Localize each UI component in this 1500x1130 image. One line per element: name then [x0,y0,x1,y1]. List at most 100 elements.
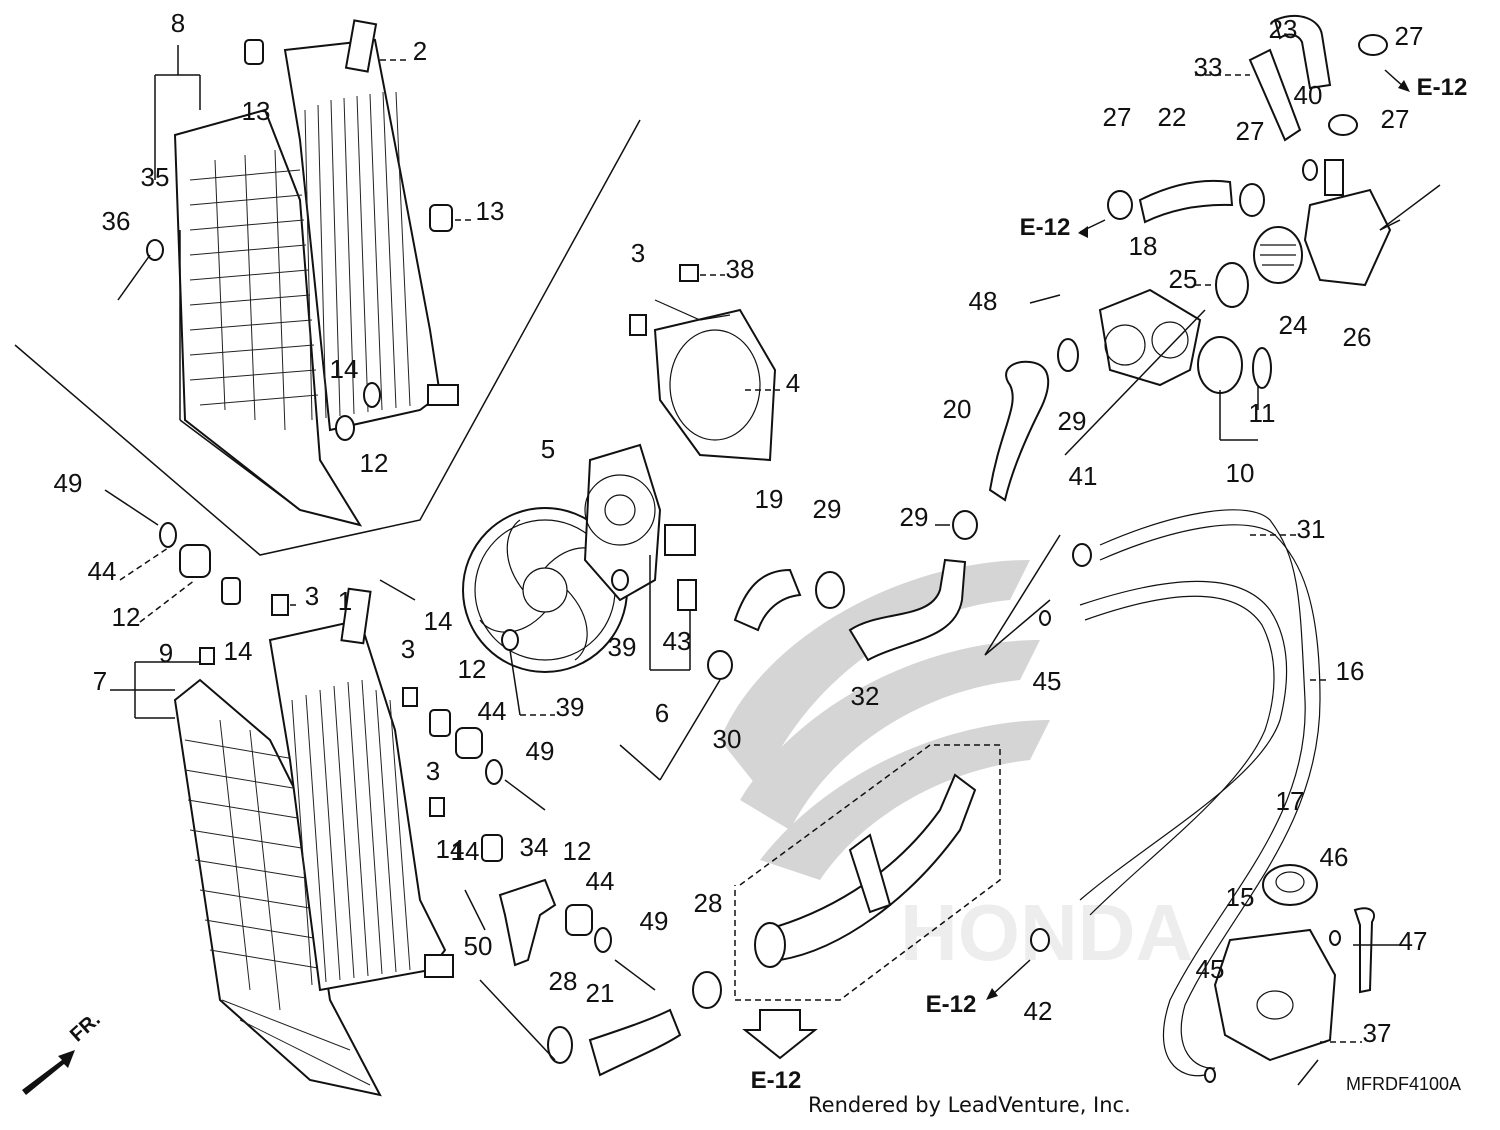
breather-tube [1353,907,1375,994]
part-number-label: 35 [141,162,170,192]
part-number-label: 6 [655,698,669,728]
part-number-label: 12 [360,448,389,478]
thermostat [1253,226,1303,284]
fan-shroud [653,299,777,462]
section-reference-label[interactable]: E-12 [1417,74,1468,101]
radiator-shroud-upper [173,108,363,527]
radiator-lower [268,587,454,992]
part-number-label: 29 [1058,406,1087,436]
part-number-label: 22 [1158,102,1187,132]
section-arrows [22,69,1410,1095]
part-number-label: 44 [478,696,507,726]
temp-sensor [1248,48,1302,142]
part-number-label: 45 [1196,954,1225,984]
part-number-label: 32 [851,681,880,711]
part-number-label: 15 [1226,882,1255,912]
part-number-label: 13 [476,196,505,226]
part-number-label: 29 [900,502,929,532]
part-number-label: 8 [171,8,185,38]
hose-23 [1273,15,1332,90]
part-number-label: 17 [1276,786,1305,816]
section-reference-label[interactable]: E-12 [1020,214,1071,241]
part-number-label: 49 [54,468,83,498]
part-number-label: 31 [1297,514,1326,544]
leader-lines [110,45,1441,1061]
part-number-label: 3 [426,756,440,786]
part-number-label: 24 [1279,310,1308,340]
water-pump-cover [1303,159,1392,287]
part-number-label: 49 [526,736,555,766]
inset-boundary [14,119,641,556]
hose-21 [588,1008,682,1077]
watermark-wing: HONDA [720,560,1193,977]
part-number-label: 40 [1294,80,1323,110]
section-reference-label[interactable]: E-12 [926,991,977,1018]
hose-clamp [1107,190,1133,220]
part-number-label: 30 [713,724,742,754]
drawing-code: MFRDF4100A [1346,1074,1462,1094]
hose-32 [848,558,967,662]
part-number-label: 1 [338,586,352,616]
part-number-label: 3 [401,634,415,664]
cap-o-ring [1252,347,1272,389]
part-number-label: 28 [694,888,723,918]
section-reference-label[interactable]: E-12 [751,1067,802,1094]
water-pipe-assembly [734,744,1001,1001]
o-ring [1215,262,1249,308]
part-number-label: 50 [464,931,493,961]
part-number-label: 10 [1226,458,1255,488]
radiator-upper [283,19,459,432]
part-number-label: 33 [1194,52,1223,82]
part-number-label: 39 [608,632,637,662]
part-number-label: 48 [969,286,998,316]
bracket [498,878,557,967]
part-number-label: 21 [586,978,615,1008]
part-number-label: 27 [1395,21,1424,51]
part-number-label: 37 [1363,1018,1392,1048]
part-number-label: 9 [159,638,173,668]
part-number-label: 41 [1069,461,1098,491]
part-number-label: 36 [102,206,131,236]
part-number-label: 26 [1343,322,1372,352]
part-number-label: 27 [1236,116,1265,146]
hardware [104,39,1341,1086]
part-number-label: 25 [1169,264,1198,294]
part-number-label: 34 [520,832,549,862]
part-number-label: 14 [224,636,253,666]
housing-cap [1197,336,1243,394]
part-number-label: 47 [1399,926,1428,956]
direction-arrow-icon [22,1050,75,1095]
part-number-label: 29 [813,494,842,524]
hose-19 [733,568,802,632]
part-number-label: 14 [424,606,453,636]
part-number-label: 5 [541,434,555,464]
part-number-label: 46 [1320,842,1349,872]
thermostat-housing [1098,288,1202,387]
part-number-label: 4 [786,368,800,398]
reserve-tank [1213,928,1337,1062]
bypass-hose [1079,580,1288,901]
part-number-label: 42 [1024,996,1053,1026]
reserve-tank-cap [1262,864,1318,906]
part-number-label: 44 [88,556,117,586]
part-number-label: 3 [631,238,645,268]
radiator-shroud-lower [173,678,382,1097]
hose-22 [1138,179,1234,224]
part-number-label: 14 [436,834,465,864]
part-number-label: 12 [458,654,487,684]
part-number-label: 38 [726,254,755,284]
part-number-label: 27 [1103,102,1132,132]
part-number-label: 45 [1033,666,1062,696]
hose-clamp [1239,183,1265,217]
part-number-label: 7 [93,666,107,696]
part-number-label: 11 [1249,398,1276,428]
part-number-label: 43 [663,626,692,656]
part-number-label: 14 [451,836,480,866]
part-number-label: 19 [755,484,784,514]
hose-clamp [1328,114,1358,136]
hose-clamp [1358,34,1388,56]
hose-20 [988,360,1050,502]
fan-motor [583,443,696,602]
